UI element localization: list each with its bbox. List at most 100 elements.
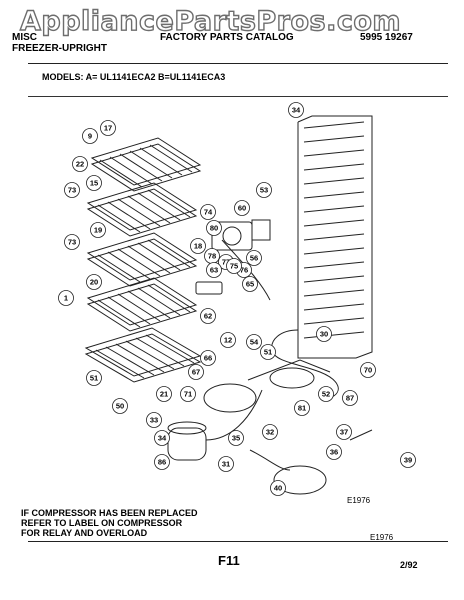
callout-circle bbox=[86, 175, 102, 191]
header-title: FACTORY PARTS CATALOG bbox=[160, 32, 294, 43]
header-subcategory: FREEZER-UPRIGHT bbox=[12, 43, 107, 54]
callout-circle bbox=[206, 220, 222, 236]
callout-circle bbox=[242, 276, 258, 292]
callout-circle bbox=[86, 274, 102, 290]
callout-12: 12 bbox=[220, 332, 236, 348]
callout-circle bbox=[200, 308, 216, 324]
callout-33: 33 bbox=[146, 412, 162, 428]
callout-label: 40 bbox=[274, 484, 282, 493]
callout-label: 75 bbox=[230, 262, 238, 271]
callout-label: 17 bbox=[104, 124, 112, 133]
callout-circle bbox=[190, 238, 206, 254]
callout-21: 21 bbox=[156, 386, 172, 402]
callout-label: 31 bbox=[222, 460, 230, 469]
callout-label: 32 bbox=[266, 428, 274, 437]
callout-circle bbox=[294, 400, 310, 416]
callout-67: 67 bbox=[188, 364, 204, 380]
callout-circle bbox=[218, 456, 234, 472]
callout-label: 34 bbox=[292, 106, 301, 115]
callout-label: 65 bbox=[246, 280, 254, 289]
callout-circle bbox=[336, 424, 352, 440]
callout-circle bbox=[64, 234, 80, 250]
page-date: 2/92 bbox=[400, 560, 418, 570]
models-line: MODELS: A= UL1141ECA2 B=UL1141ECA3 bbox=[42, 72, 226, 82]
callout-circle bbox=[288, 102, 304, 118]
callout-87: 87 bbox=[342, 390, 358, 406]
callout-circle bbox=[360, 362, 376, 378]
shelf-5 bbox=[84, 327, 202, 383]
callout-label: 21 bbox=[160, 390, 168, 399]
callout-circle bbox=[270, 480, 286, 496]
callout-73: 73 bbox=[64, 182, 80, 198]
callout-circle bbox=[200, 204, 216, 220]
callout-22: 22 bbox=[72, 156, 88, 172]
callout-circle bbox=[326, 444, 342, 460]
callout-circle bbox=[200, 350, 216, 366]
callout-label: 39 bbox=[404, 456, 412, 465]
compressor-note-line-3: FOR RELAY AND OVERLOAD bbox=[21, 528, 148, 538]
callout-circle bbox=[86, 370, 102, 386]
callout-label: 52 bbox=[322, 390, 330, 399]
header-category: MISC bbox=[12, 32, 37, 43]
callout-label: 77 bbox=[222, 258, 230, 267]
callout-label: 73 bbox=[68, 238, 76, 247]
callout-54: 54 bbox=[246, 334, 262, 350]
callout-label: 51 bbox=[90, 374, 98, 383]
compressor-assembly bbox=[167, 359, 373, 495]
top-rule bbox=[28, 63, 448, 64]
callout-20: 20 bbox=[86, 274, 102, 290]
callout-label: 15 bbox=[90, 179, 98, 188]
callout-52: 52 bbox=[318, 386, 334, 402]
callout-label: 76 bbox=[240, 266, 248, 275]
callout-label: 87 bbox=[346, 394, 354, 403]
page-number: F11 bbox=[218, 553, 240, 568]
callout-label: 63 bbox=[210, 266, 218, 275]
callout-circle bbox=[246, 250, 262, 266]
callout-label: 73 bbox=[68, 186, 76, 195]
callout-circle bbox=[220, 332, 236, 348]
callout-circle bbox=[112, 398, 128, 414]
callout-circle bbox=[234, 200, 250, 216]
callout-label: 18 bbox=[194, 242, 202, 251]
callout-75: 75 bbox=[226, 258, 242, 274]
shelf-racks bbox=[84, 137, 202, 383]
callout-label: 12 bbox=[224, 336, 232, 345]
callout-40: 40 bbox=[270, 480, 286, 496]
callout-circle bbox=[188, 364, 204, 380]
callout-62: 62 bbox=[200, 308, 216, 324]
callout-19: 19 bbox=[90, 222, 106, 238]
callout-86: 86 bbox=[154, 454, 170, 470]
callout-label: 86 bbox=[158, 458, 166, 467]
callout-circle bbox=[318, 386, 334, 402]
callout-label: 74 bbox=[204, 208, 213, 217]
shelf-2 bbox=[86, 182, 198, 237]
callout-circle bbox=[400, 452, 416, 468]
callout-51: 51 bbox=[260, 344, 276, 360]
bottom-rule bbox=[28, 541, 448, 542]
callout-label: 51 bbox=[264, 348, 272, 357]
callout-label: 78 bbox=[208, 252, 216, 261]
callout-71: 71 bbox=[180, 386, 196, 402]
callout-label: 37 bbox=[340, 428, 348, 437]
callout-80: 80 bbox=[206, 220, 222, 236]
callout-label: 71 bbox=[184, 390, 192, 399]
callout-circle bbox=[72, 156, 88, 172]
callout-39: 39 bbox=[400, 452, 416, 468]
callout-15: 15 bbox=[86, 175, 102, 191]
callout-label: 62 bbox=[204, 312, 212, 321]
callout-label: 9 bbox=[88, 132, 92, 141]
figure-code-bottom: E1976 bbox=[370, 533, 394, 542]
shelf-3 bbox=[86, 232, 198, 287]
callout-17: 17 bbox=[100, 120, 116, 136]
callout-circle bbox=[228, 430, 244, 446]
callout-circle bbox=[342, 390, 358, 406]
callout-63: 63 bbox=[206, 262, 222, 278]
callout-34: 34 bbox=[288, 102, 304, 118]
callout-18: 18 bbox=[190, 238, 206, 254]
callout-60: 60 bbox=[234, 200, 250, 216]
callout-circle bbox=[206, 262, 222, 278]
callout-label: 35 bbox=[232, 434, 240, 443]
callout-56: 56 bbox=[246, 250, 262, 266]
